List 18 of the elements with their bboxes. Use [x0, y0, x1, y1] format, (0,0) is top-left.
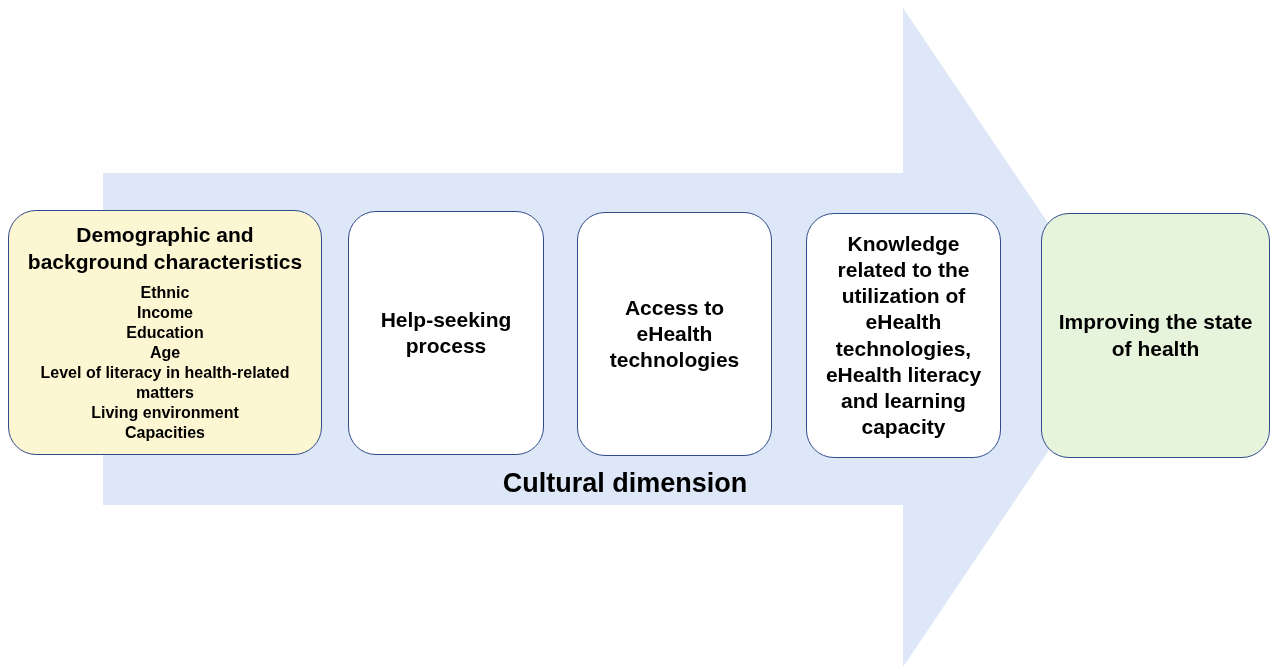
process-box [8, 210, 322, 455]
band-label: Cultural dimension [501, 468, 749, 499]
process-box [348, 211, 544, 455]
box-heading: Improving the state of health [1057, 309, 1254, 362]
box-heading: Demographic and background characteristics [26, 222, 304, 275]
process-box [1041, 213, 1270, 458]
list-item: Living environment [91, 402, 239, 423]
process-box [806, 213, 1001, 458]
box-heading: Access to eHealth technologies [608, 294, 741, 374]
box-heading: Help-seeking process [379, 306, 513, 359]
process-box [577, 212, 772, 456]
list-item: Capacities [124, 422, 205, 443]
list-item: Age [149, 342, 181, 363]
list-item: Level of literacy in health-related matters [39, 362, 291, 403]
list-item: Ethnic [140, 282, 190, 303]
list-item: Education [126, 322, 204, 343]
list-item: Income [137, 302, 193, 323]
box-heading: Knowledge related to the utilization of eHealth technologies, eHealth literacy and learning capacity [824, 230, 983, 441]
